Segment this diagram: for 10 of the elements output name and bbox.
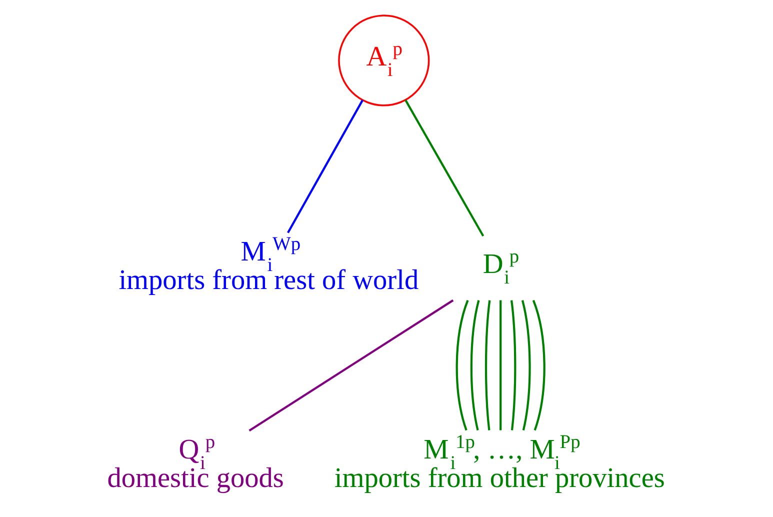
connector [286,100,363,234]
connector [404,100,484,237]
connector [510,300,516,430]
connector [499,300,502,430]
connector [484,300,490,430]
connector [532,300,545,431]
connector [455,300,468,431]
connector [470,300,480,430]
connector [248,299,454,432]
connector [520,300,530,430]
